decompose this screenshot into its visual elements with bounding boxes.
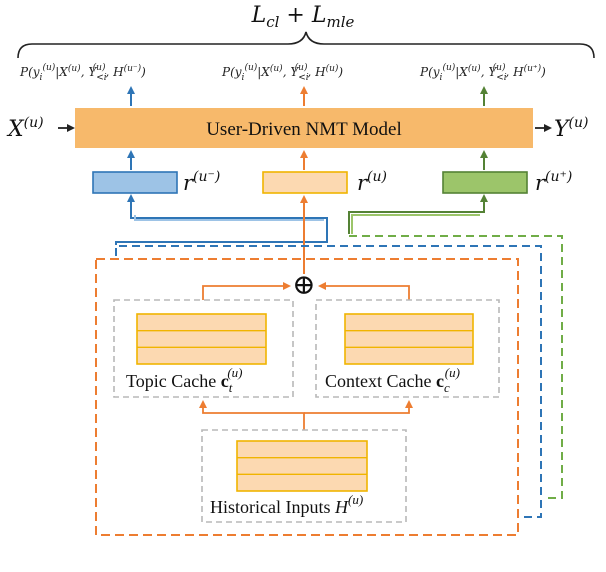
probability-middle: P(yi(u)|X(u), Y<i(u), H(u)) bbox=[221, 62, 343, 83]
connector-blue bbox=[115, 194, 328, 245]
topic-cache-label: Topic Cache ct(u) bbox=[126, 365, 243, 395]
orange-dashed-frame bbox=[95, 258, 519, 536]
context-cache-matrix bbox=[344, 313, 474, 365]
r-negative-label: r(u⁻) bbox=[183, 169, 220, 195]
probability-left: P(yi(u)|X(u), Y<i(u), H(u⁻)) bbox=[19, 62, 146, 83]
connector-blue-light bbox=[134, 215, 324, 221]
r-positive-box bbox=[442, 171, 528, 194]
arrow-topic-to-combine bbox=[202, 282, 291, 300]
r-positive-label: r(u⁺) bbox=[535, 169, 572, 195]
context-cache-frame bbox=[315, 299, 500, 398]
historical-inputs-frame bbox=[201, 429, 407, 523]
topic-cache-matrix bbox=[136, 313, 267, 365]
nmt-model-label: User-Driven NMT Model bbox=[206, 119, 402, 140]
context-cache-label: Context Cache cc(u) bbox=[325, 365, 460, 395]
connector-green-light bbox=[351, 214, 480, 234]
historical-inputs-matrix bbox=[236, 440, 368, 492]
connector-green bbox=[348, 194, 488, 234]
loss-formula: Lcl + Lmle bbox=[251, 3, 355, 31]
topic-cache-frame bbox=[113, 299, 294, 398]
historical-inputs-label: Historical Inputs H(u) bbox=[210, 492, 363, 517]
r-negative-box bbox=[92, 171, 178, 194]
arrow-history-to-context bbox=[304, 400, 413, 414]
output-y: Y(u) bbox=[554, 115, 588, 142]
nmt-model-box bbox=[75, 108, 533, 148]
combine-symbol: ⊕ bbox=[292, 268, 315, 301]
brace bbox=[17, 31, 595, 59]
r-current-label: r(u) bbox=[357, 169, 387, 195]
r-current-box bbox=[262, 171, 348, 194]
arrow-history-to-caches bbox=[199, 400, 305, 430]
probability-right: P(yi(u)|X(u), Y<i(u), H(u⁺)) bbox=[419, 62, 546, 83]
blue-dashed-frame bbox=[115, 245, 542, 518]
input-x: X(u) bbox=[6, 115, 44, 142]
arrow-context-to-combine bbox=[318, 282, 410, 300]
green-dashed-frame bbox=[349, 235, 563, 499]
